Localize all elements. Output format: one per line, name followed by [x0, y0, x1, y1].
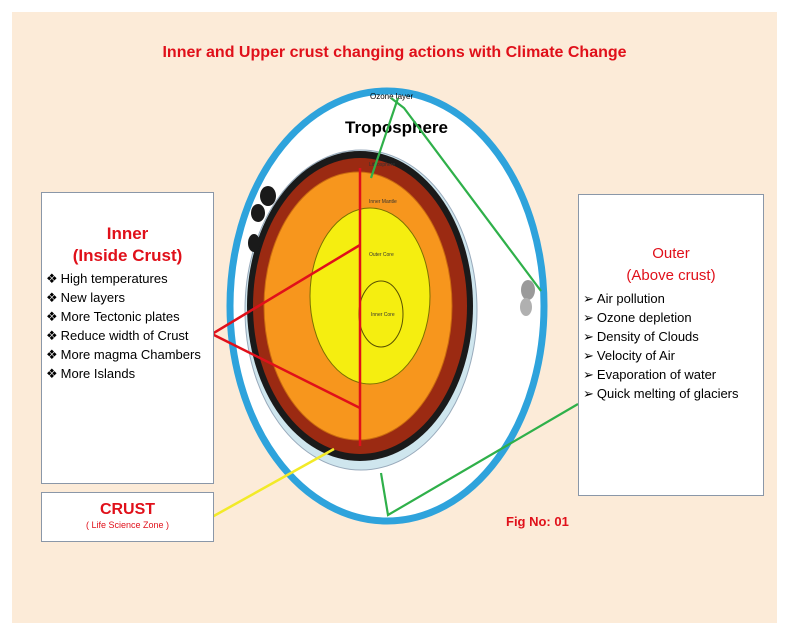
list-item: ❖New layers — [46, 288, 209, 307]
list-item: ➢Density of Clouds — [583, 327, 759, 346]
figure-number: Fig No: 01 — [506, 514, 569, 529]
inner-heading: Inner (Inside Crust) — [46, 223, 209, 267]
cloud-blob — [520, 298, 532, 316]
crust-label-box: CRUST ( Life Science Zone ) — [41, 492, 214, 542]
crust-blob — [248, 234, 260, 252]
list-item: ❖More Islands — [46, 364, 209, 383]
crust-title: CRUST — [42, 501, 213, 519]
list-item: ➢Quick melting of glaciers — [583, 384, 759, 403]
outer-crust-box: Outer (Above crust) ➢Air pollution ➢Ozon… — [578, 194, 764, 496]
list-item: ❖Reduce width of Crust — [46, 326, 209, 345]
cloud-blob — [521, 280, 535, 300]
list-item: ❖High temperatures — [46, 269, 209, 288]
crust-subtitle: ( Life Science Zone ) — [42, 520, 213, 530]
inner-heading-title: Inner — [46, 223, 209, 245]
layer-label-lithosphere: Lithosphere — [369, 162, 395, 168]
inner-crust-box: Inner (Inside Crust) ❖High temperatures … — [41, 192, 214, 484]
layer-label-inner-core: Inner Core — [371, 312, 395, 318]
outer-heading: Outer (Above crust) — [583, 243, 759, 287]
layer-label-mantle: Inner Mantle — [369, 199, 397, 205]
troposphere-label: Troposphere — [345, 118, 448, 137]
inner-heading-subtitle: (Inside Crust) — [46, 245, 209, 267]
inner-items-list: ❖High temperatures ❖New layers ❖More Tec… — [46, 269, 209, 383]
list-item: ➢Air pollution — [583, 289, 759, 308]
outer-heading-title: Outer — [583, 243, 759, 265]
list-item: ➢Velocity of Air — [583, 346, 759, 365]
outer-heading-subtitle: (Above crust) — [583, 265, 759, 287]
crust-blob — [251, 204, 265, 222]
crust-blob — [260, 186, 276, 206]
list-item: ❖More magma Chambers — [46, 345, 209, 364]
layer-label-outer-core: Outer Core — [369, 252, 394, 258]
list-item: ➢Evaporation of water — [583, 365, 759, 384]
outer-items-list: ➢Air pollution ➢Ozone depletion ➢Density… — [583, 289, 759, 403]
list-item: ❖More Tectonic plates — [46, 307, 209, 326]
list-item: ➢Ozone depletion — [583, 308, 759, 327]
